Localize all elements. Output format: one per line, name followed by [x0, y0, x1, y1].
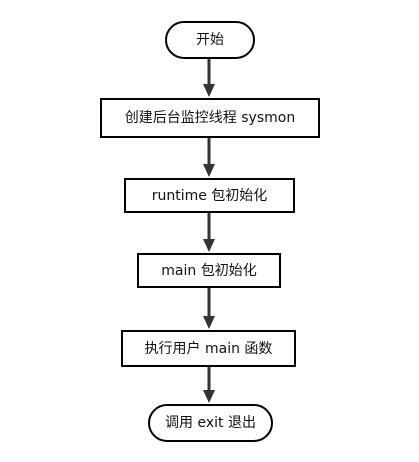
- exit-node-label: 调用 exit 退出: [165, 415, 256, 431]
- user-main-node-label: 执行用户 main 函数: [144, 340, 273, 357]
- exit-node: 调用 exit 退出: [148, 404, 273, 442]
- edge-runtime-init-to-main-init: [203, 212, 215, 252]
- edge-user-main-to-exit: [203, 366, 215, 403]
- edge-main-init-to-user-main: [203, 287, 215, 329]
- user-main-node: 执行用户 main 函数: [121, 330, 296, 367]
- start-node-label: 开始: [196, 32, 224, 48]
- runtime-init-node: runtime 包初始化: [124, 178, 295, 213]
- main-init-node: main 包初始化: [137, 253, 281, 288]
- sysmon-node-label: 创建后台监控线程 sysmon: [124, 110, 296, 126]
- edge-start-to-sysmon: [203, 58, 215, 97]
- sysmon-node: 创建后台监控线程 sysmon: [100, 98, 320, 138]
- start-node: 开始: [165, 21, 255, 59]
- main-init-node-label: main 包初始化: [161, 262, 257, 279]
- runtime-init-node-label: runtime 包初始化: [151, 187, 268, 204]
- edge-sysmon-to-runtime-init: [203, 137, 215, 177]
